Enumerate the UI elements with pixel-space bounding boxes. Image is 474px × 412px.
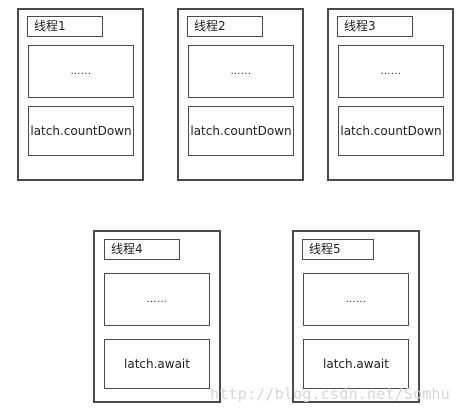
- thread-2-card: 线程2 …… latch.countDown: [177, 8, 304, 181]
- blog-watermark: http://blog.csdn.net/Somhu: [210, 385, 450, 403]
- thread-3-ellipsis-box: ……: [338, 45, 444, 98]
- thread-1-ellipsis-box: ……: [28, 45, 134, 98]
- thread-2-countdown-box: latch.countDown: [188, 106, 294, 156]
- thread-1-card: 线程1 …… latch.countDown: [17, 8, 144, 181]
- thread-3-label: 线程3: [337, 16, 413, 37]
- thread-1-label: 线程1: [27, 16, 103, 37]
- thread-3-card: 线程3 …… latch.countDown: [327, 8, 454, 181]
- thread-1-countdown-box: latch.countDown: [28, 106, 134, 156]
- thread-4-await-box: latch.await: [104, 339, 210, 389]
- thread-5-ellipsis-box: ……: [303, 273, 409, 326]
- thread-3-countdown-box: latch.countDown: [338, 106, 444, 156]
- thread-5-await-box: latch.await: [303, 339, 409, 389]
- thread-5-card: 线程5 …… latch.await: [292, 230, 420, 403]
- thread-4-card: 线程4 …… latch.await: [93, 230, 221, 403]
- thread-5-label: 线程5: [302, 239, 374, 260]
- thread-4-ellipsis-box: ……: [104, 273, 210, 326]
- thread-2-label: 线程2: [187, 16, 263, 37]
- thread-2-ellipsis-box: ……: [188, 45, 294, 98]
- thread-4-label: 线程4: [104, 239, 180, 260]
